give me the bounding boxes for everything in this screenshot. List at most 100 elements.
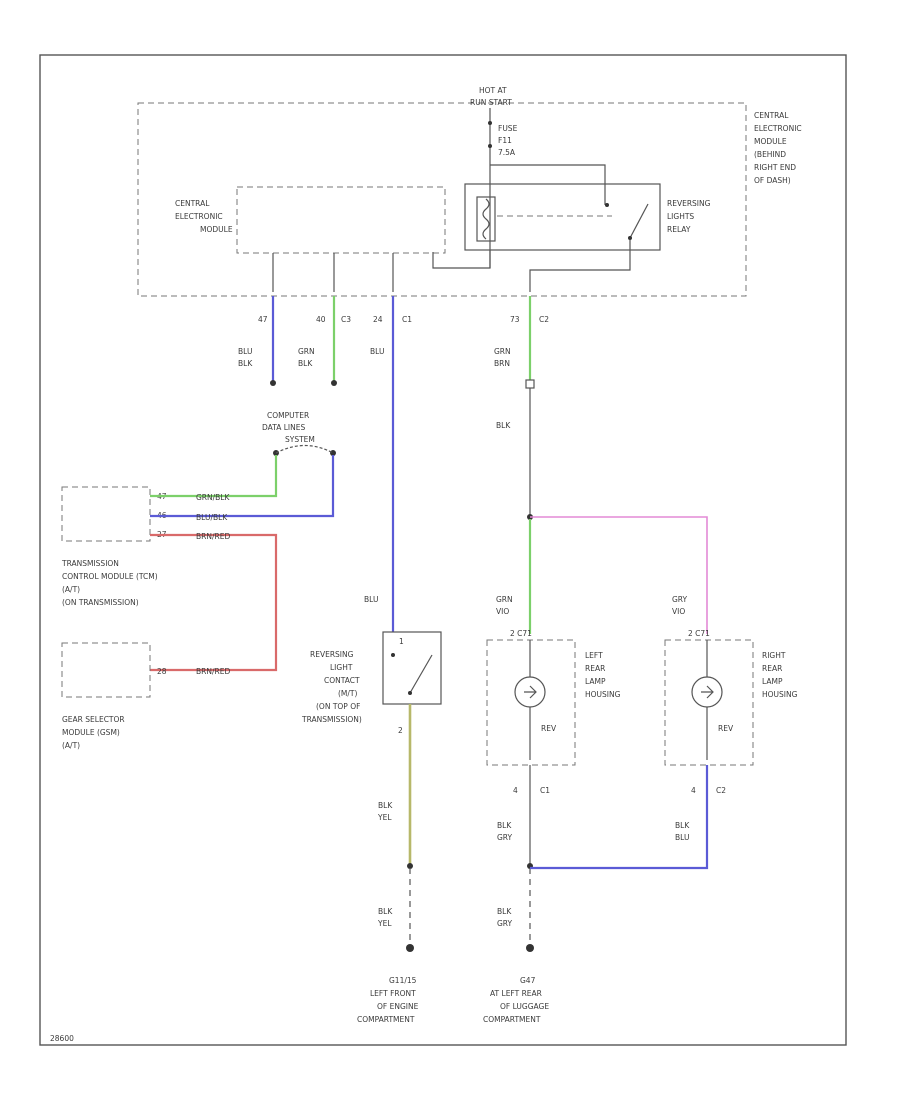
tcm-box [61, 486, 151, 542]
wire-tcm-grn [150, 455, 278, 498]
left-lamp-l3: LAMP [585, 677, 606, 686]
relay-pivot-dot [628, 236, 632, 240]
rl-pin-bot: 4 [691, 786, 696, 795]
inline-connector [525, 379, 535, 389]
cem-inner-l3: MODULE [200, 225, 233, 234]
wire-blk-blu [530, 765, 709, 870]
w47-l2: BLK [238, 359, 253, 368]
cem-outer-l5: RIGHT END [754, 163, 796, 172]
rl-conn-bot: C2 [716, 786, 726, 795]
ground-g11-icon [406, 944, 414, 952]
switch-l5: (ON TOP OF [316, 702, 360, 711]
switch-box [382, 631, 442, 705]
gnd-left-l2: LEFT FRONT [370, 989, 416, 998]
relay-contact-feed [490, 164, 606, 205]
pin-24: 24 [373, 315, 383, 324]
pin-40: 40 [316, 315, 326, 324]
right-lamp-l4: HOUSING [762, 690, 798, 699]
gsm-red-label: BRN/RED [196, 667, 230, 676]
conn-c1: C1 [402, 315, 412, 324]
rl-out-l1: BLK [675, 821, 690, 830]
data-lines-l3: SYSTEM [285, 435, 315, 444]
right-lamp-box [664, 639, 754, 766]
ll-conn-bot: C1 [540, 786, 550, 795]
w47-l1: BLU [238, 347, 252, 356]
w73-l1: GRN [494, 347, 511, 356]
rl-pin-top: 2 C71 [688, 629, 710, 638]
cem-outer-l4: (BEHIND [754, 150, 786, 159]
rl-rev: REV [718, 724, 734, 733]
wire-47-end [270, 380, 276, 386]
data-lines-l1: COMPUTER [267, 411, 309, 420]
ll-grn-l2: VIO [496, 607, 509, 616]
right-lamp-l2: REAR [762, 664, 782, 673]
sw-contact [391, 653, 395, 657]
ll-rev: REV [541, 724, 557, 733]
g2-l2: GRY [497, 919, 513, 928]
cem-inner-l1: CENTRAL [175, 199, 210, 208]
data-bus-link [275, 444, 334, 454]
cem-outer-l2: ELECTRONIC [754, 124, 802, 133]
wire-tcm-red [150, 533, 278, 672]
cem-outer-l1: CENTRAL [754, 111, 789, 120]
ll-bulb-filament [524, 685, 537, 699]
tcm-blu-label: BLU/BLK [196, 513, 228, 522]
switch-l1: REVERSING [310, 650, 354, 659]
right-lamp-l1: RIGHT [762, 651, 786, 660]
ll-grn-l1: GRN [496, 595, 513, 604]
rl-bulb-filament [701, 685, 714, 699]
gnd-right-l4: COMPARTMENT [483, 1015, 541, 1024]
gnd-left-l4: COMPARTMENT [357, 1015, 415, 1024]
sw-out-l2: YEL [377, 813, 392, 822]
hot-at-label: HOT AT [479, 86, 507, 95]
tcm-l2: CONTROL MODULE (TCM) [62, 572, 158, 581]
footer-code: 28600 [50, 1034, 74, 1043]
tcm-grn-label: GRN/BLK [196, 493, 230, 502]
rl-gry-l2: VIO [672, 607, 685, 616]
wire-to-right-lamp [530, 516, 708, 634]
conn-c3: C3 [341, 315, 351, 324]
ll-pin-bot: 4 [513, 786, 518, 795]
w40-l2: BLK [298, 359, 313, 368]
sw-out-dot [407, 863, 413, 869]
gnd-left-l3: OF ENGINE [377, 1002, 419, 1011]
sw-blu-label: BLU [364, 595, 378, 604]
switch-arm [409, 654, 433, 694]
cem-outline [137, 102, 747, 297]
left-lamp-l2: REAR [585, 664, 605, 673]
data-lines-l2: DATA LINES [262, 423, 305, 432]
w40-l1: GRN [298, 347, 315, 356]
relay-coil-return [432, 250, 491, 269]
relay-coil-winding [482, 198, 490, 240]
fuse-rating: 7.5A [498, 148, 516, 157]
relay-l1: REVERSING [667, 199, 711, 208]
fuse-label: FUSE [498, 124, 518, 133]
diagram-frame [39, 54, 847, 1046]
gsm-l2: MODULE (GSM) [62, 728, 120, 737]
g2-l1: BLK [497, 907, 512, 916]
gsm-l1: GEAR SELECTOR [62, 715, 125, 724]
left-lamp-l4: HOUSING [585, 690, 621, 699]
tcm-l3: (A/T) [62, 585, 80, 594]
conn-c2: C2 [539, 315, 549, 324]
relay-contact-dot [605, 203, 609, 207]
ll-out-l1: BLK [497, 821, 512, 830]
pin-47: 47 [258, 315, 268, 324]
relay-out-wire [529, 240, 631, 292]
switch-l4: (M/T) [338, 689, 358, 698]
gnd-right-l3: OF LUGGAGE [500, 1002, 549, 1011]
sw-out-l1: BLK [378, 801, 393, 810]
ground-g47-icon [526, 944, 534, 952]
fuse-id: F11 [498, 136, 512, 145]
rl-out-l2: BLU [675, 833, 689, 842]
g1-l1: BLK [378, 907, 393, 916]
tcm-l1: TRANSMISSION [61, 559, 119, 568]
fuse-top-dot [488, 121, 492, 125]
switch-l2: LIGHT [330, 663, 353, 672]
gsm-pin1: 28 [157, 667, 167, 676]
cem-inner-l2: ELECTRONIC [175, 212, 223, 221]
run-start-label: RUN START [470, 98, 512, 107]
wire-tcm-blu [150, 455, 335, 518]
relay-switch-arm [629, 203, 649, 239]
